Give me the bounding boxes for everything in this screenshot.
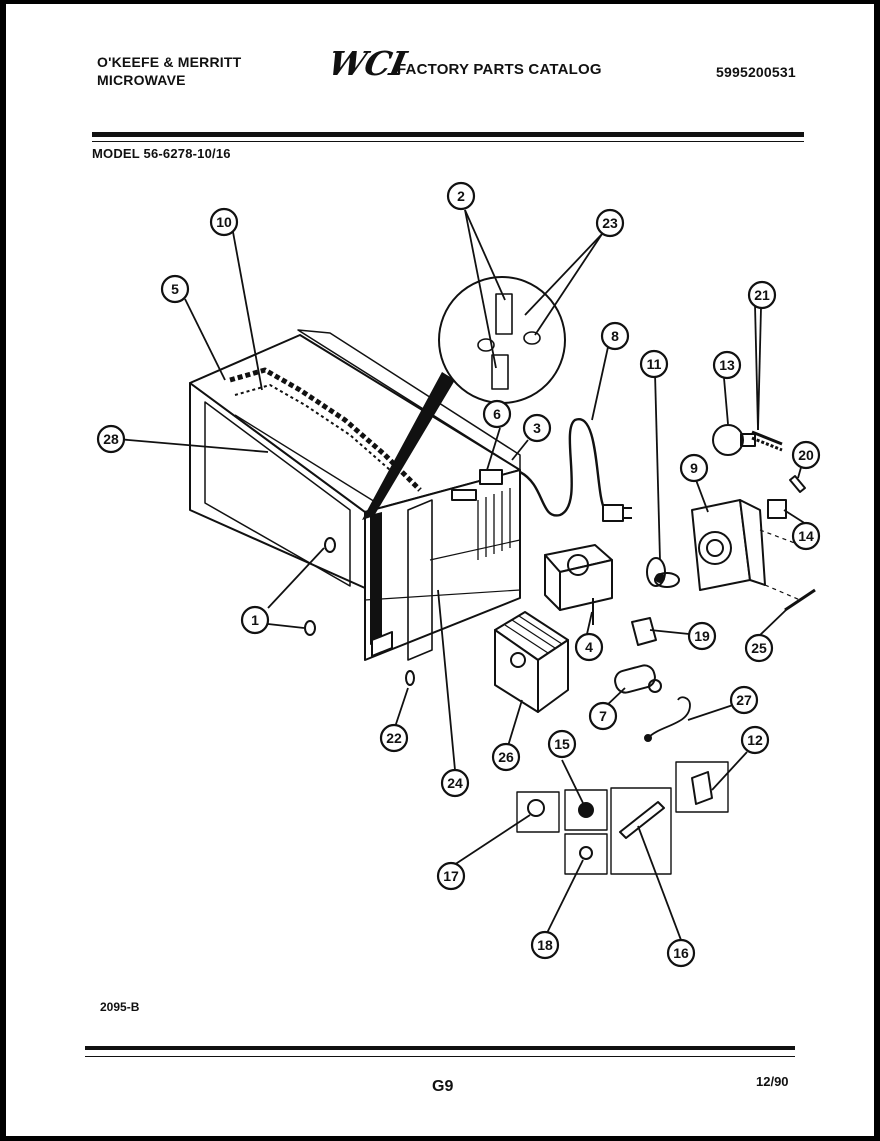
callout-18: 18	[530, 930, 560, 960]
callout-22: 22	[379, 723, 409, 753]
page-label: G9	[432, 1078, 454, 1095]
svg-text:9: 9	[690, 460, 698, 476]
capacitor-assembly	[614, 617, 662, 694]
vent-slots	[477, 488, 511, 560]
callout-20: 20	[791, 440, 821, 470]
svg-text:6: 6	[493, 406, 501, 422]
svg-text:18: 18	[537, 937, 553, 953]
svg-text:5: 5	[171, 281, 179, 297]
catalog-number: 5995200531	[716, 64, 796, 80]
brand-name: O'KEEFE & MERRITT	[97, 54, 242, 70]
svg-text:13: 13	[719, 357, 735, 373]
svg-text:8: 8	[611, 328, 619, 344]
product-type: MICROWAVE	[97, 72, 186, 88]
callout-24: 24	[440, 768, 470, 798]
svg-text:21: 21	[754, 287, 770, 303]
callout-1: 1	[240, 605, 270, 635]
magnetron	[544, 544, 613, 625]
transformer	[494, 611, 569, 713]
callout-8: 8	[600, 321, 630, 351]
catalog-title: FACTORY PARTS CATALOG	[397, 61, 602, 78]
svg-text:12: 12	[747, 732, 763, 748]
leader-lines	[116, 209, 807, 941]
callout-3: 3	[522, 413, 552, 443]
callout-9: 9	[679, 453, 709, 483]
svg-text:19: 19	[694, 628, 710, 644]
svg-text:15: 15	[554, 736, 570, 752]
svg-text:20: 20	[798, 447, 814, 463]
callout-5: 5	[160, 274, 190, 304]
fan-blade	[646, 557, 680, 588]
svg-text:25: 25	[751, 640, 767, 656]
header-rule-thin	[92, 141, 804, 142]
svg-text:16: 16	[673, 945, 689, 961]
callout-6: 6	[482, 399, 512, 429]
callout-23: 23	[595, 208, 625, 238]
drawing-number: 2095-B	[100, 1000, 140, 1014]
callout-21: 21	[747, 280, 777, 310]
lamp-bulb	[712, 424, 744, 456]
svg-text:14: 14	[798, 528, 814, 544]
callout-16: 16	[666, 938, 696, 968]
callout-14: 14	[791, 521, 821, 551]
svg-text:22: 22	[386, 730, 402, 746]
svg-text:28: 28	[103, 431, 119, 447]
svg-text:2: 2	[457, 188, 465, 204]
svg-text:27: 27	[736, 692, 752, 708]
oven-cavity-assembly	[189, 329, 521, 661]
callout-13: 13	[712, 350, 742, 380]
svg-text:24: 24	[447, 775, 463, 791]
callout-26: 26	[491, 742, 521, 772]
inset-detail	[438, 276, 566, 404]
model-number: MODEL 56-6278-10/16	[92, 146, 231, 161]
callout-10: 10	[209, 207, 239, 237]
footer-rule-thick	[85, 1046, 795, 1050]
svg-text:23: 23	[602, 215, 618, 231]
svg-text:10: 10	[216, 214, 232, 230]
callout-28: 28	[96, 424, 126, 454]
callout-7: 7	[588, 701, 618, 731]
footer-rule-thin	[85, 1056, 795, 1057]
callout-19: 19	[687, 621, 717, 651]
callout-2: 2	[446, 181, 476, 211]
svg-text:26: 26	[498, 749, 514, 765]
callout-11: 11	[639, 349, 669, 379]
callout-17: 17	[436, 861, 466, 891]
svg-text:7: 7	[599, 708, 607, 724]
svg-text:17: 17	[443, 868, 459, 884]
header-rule-thick	[92, 132, 804, 137]
lamp-socket	[751, 304, 783, 452]
fan-motor-bracket	[691, 499, 801, 601]
svg-text:1: 1	[251, 612, 259, 628]
callout-27: 27	[729, 685, 759, 715]
revision-date: 12/90	[756, 1074, 789, 1089]
callout-25: 25	[744, 633, 774, 663]
svg-text:11: 11	[647, 356, 662, 372]
inset-pointer	[362, 372, 455, 520]
callout-4: 4	[574, 632, 604, 662]
callout-12: 12	[740, 725, 770, 755]
callout-15: 15	[547, 729, 577, 759]
hardware-boxes	[516, 761, 729, 875]
svg-text:4: 4	[585, 639, 593, 655]
svg-text:3: 3	[533, 420, 541, 436]
